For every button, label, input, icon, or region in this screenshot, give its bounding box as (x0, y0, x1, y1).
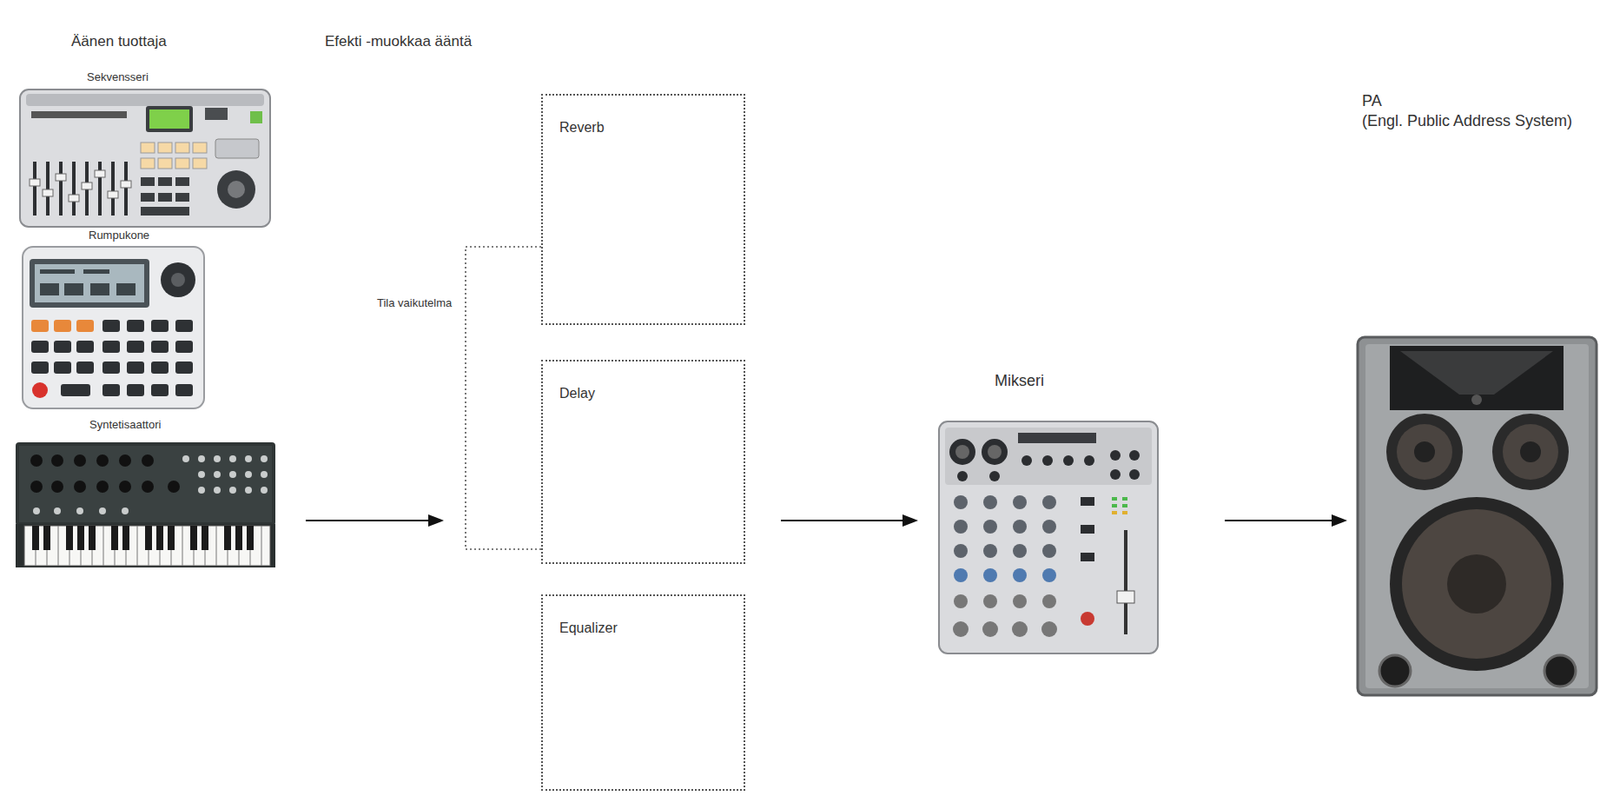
column-group: Efekti -muokkaa ääntäReverbDelayEqualize… (443, 19, 781, 796)
edge-label-holder: Tila vaikutelma (0, 0, 79, 15)
arrow-head (1331, 514, 1348, 527)
drum-machine-picture (22, 246, 205, 409)
signal-arrow (1224, 514, 1348, 527)
synthesizer-picture (15, 442, 276, 568)
arrow-line (1224, 519, 1333, 522)
arrow-line (780, 519, 904, 522)
node-label: Mikseri (994, 370, 1045, 391)
node-label: Syntetisaattori (89, 416, 161, 432)
effect-box: Equalizer (541, 594, 746, 791)
column-group: Äänen tuottajaSekvensseriRumpukoneSyntet… (13, 26, 306, 582)
device-pa-speaker: PA(Engl. Public Address System) (1347, 91, 1599, 700)
signal-arrow (780, 514, 919, 527)
node-label: Efekti -muokkaa ääntä (324, 32, 472, 52)
node-label: Reverb (559, 118, 605, 137)
effect-box: Reverb (541, 93, 746, 325)
node-label: PA (1361, 91, 1382, 112)
dotted-bracket (465, 246, 542, 549)
edge-label: Tila vaikutelma (375, 295, 454, 311)
device-drum-machine: Rumpukone (22, 225, 207, 410)
device-sequencer: Sekvensseri (19, 67, 274, 230)
device-mixer: Mikseri (918, 369, 1225, 656)
node-label: Equalizer (559, 618, 618, 637)
node-sublabel: (Engl. Public Address System) (1361, 111, 1573, 132)
bracket-line (465, 246, 542, 549)
sequencer-picture (19, 89, 271, 227)
node-label: Sekvensseri (86, 69, 149, 85)
node-label: Delay (559, 383, 596, 403)
arrow-line (305, 519, 430, 522)
node-label: Äänen tuottaja (71, 32, 167, 52)
pa-speaker-picture (1357, 337, 1597, 695)
signal-arrow (305, 514, 444, 527)
effect-box: Delay (541, 359, 746, 564)
arrow-head (902, 514, 919, 527)
mixer-picture (938, 421, 1158, 654)
device-synthesizer: Syntetisaattori (15, 415, 278, 570)
node-label: Rumpukone (88, 227, 150, 243)
arrow-head (428, 514, 444, 527)
